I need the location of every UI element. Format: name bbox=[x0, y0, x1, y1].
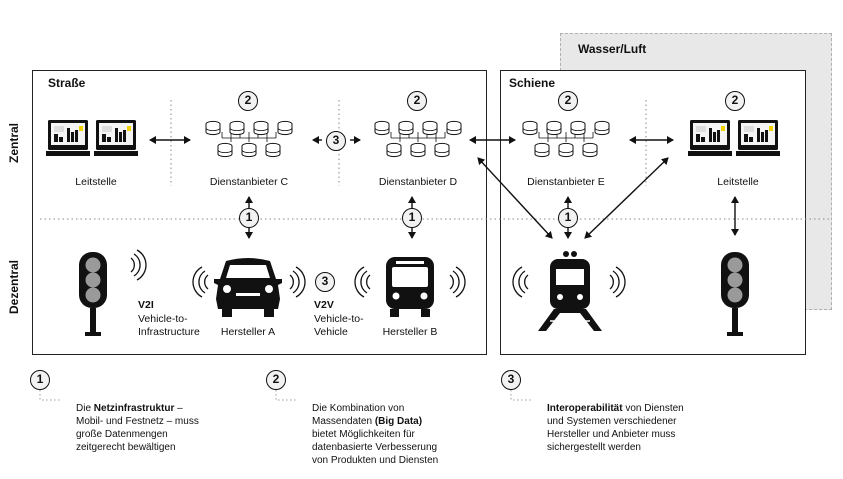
footnote-2-bold: (Big Data) bbox=[374, 416, 423, 427]
footnote-1-line3: große Datenmengen bbox=[76, 429, 168, 440]
badge-number: 1 bbox=[36, 372, 44, 386]
label-v2v: V2V bbox=[314, 299, 334, 311]
region-label-wasser-luft: Wasser/Luft bbox=[578, 42, 647, 56]
footnote-3: Interoperabilität von Diensten und Syste… bbox=[547, 402, 747, 454]
label-hersteller-a: Hersteller A bbox=[220, 326, 276, 338]
footnote-2-line4: datenbasierte Verbesserung bbox=[312, 442, 438, 453]
footnote-2-line3: bietet Möglichkeiten für bbox=[312, 429, 415, 440]
badge-2-dienst-e: 2 bbox=[558, 91, 578, 111]
badge-number: 1 bbox=[245, 210, 253, 224]
wireless-signal-icon bbox=[192, 266, 209, 298]
label-leitstelle-left: Leitstelle bbox=[75, 176, 117, 188]
badge-number: 1 bbox=[408, 210, 416, 224]
badge-number: 2 bbox=[731, 93, 739, 107]
badge-number: 2 bbox=[564, 93, 572, 107]
footnote-2-line2: Massendaten (Big Data) bbox=[312, 415, 492, 428]
database-cluster-icon bbox=[375, 121, 461, 156]
wireless-signal-icon bbox=[449, 266, 466, 298]
traffic-light-icon bbox=[721, 252, 749, 336]
label-v2i-line1: Vehicle-to- bbox=[138, 313, 188, 325]
footnote-3-line2: und Systemen verschiedener bbox=[547, 416, 677, 427]
footnote-leader-2 bbox=[275, 386, 298, 401]
footnote-1-pre: Die bbox=[76, 403, 94, 414]
badge-number: 1 bbox=[564, 210, 572, 224]
footnote-leader-1 bbox=[39, 386, 62, 401]
car-icon bbox=[214, 258, 282, 317]
bidirectional-arrow-icon bbox=[584, 157, 669, 239]
footnote-1-line2: Mobil- und Festnetz – muss bbox=[76, 416, 199, 427]
footnote-1-line1: Die Netzinfrastruktur – bbox=[76, 402, 256, 415]
label-leitstelle-right: Leitstelle bbox=[717, 176, 759, 188]
footnote-2-pre: Massendaten bbox=[312, 416, 375, 427]
badge-number: 3 bbox=[321, 274, 329, 288]
traffic-light-icon bbox=[79, 252, 107, 336]
footnote-3-line1: Interoperabilität von Diensten bbox=[547, 402, 747, 415]
badge-2-dienst-c: 2 bbox=[238, 91, 258, 111]
badge-number: 3 bbox=[332, 133, 340, 147]
label-v2v-line2: Vehicle bbox=[314, 326, 348, 338]
wireless-signal-icon bbox=[354, 266, 371, 298]
wireless-signal-icon bbox=[289, 266, 306, 298]
label-v2v-line1: Vehicle-to- bbox=[314, 313, 364, 325]
label-dienstanbieter-e: Dienstanbieter E bbox=[527, 176, 605, 188]
badge-number: 2 bbox=[244, 93, 252, 107]
region-label-schiene: Schiene bbox=[509, 76, 556, 90]
footnote-1-line4: zeitgerecht bewältigen bbox=[76, 442, 176, 453]
footnote-2-line1: Die Kombination von bbox=[312, 403, 405, 414]
footnote-badge-3: 3 bbox=[501, 370, 521, 390]
footnote-2-line5: von Produkten und Diensten bbox=[312, 455, 439, 466]
wireless-signal-icon bbox=[609, 266, 626, 298]
footnote-3-line3: Hersteller und Anbieter muss bbox=[547, 429, 676, 440]
badge-number: 3 bbox=[507, 372, 515, 386]
footnote-badge-1: 1 bbox=[30, 370, 50, 390]
computer-icon bbox=[46, 120, 138, 156]
bus-icon bbox=[386, 257, 434, 317]
database-cluster-icon bbox=[206, 121, 292, 156]
label-v2i: V2I bbox=[138, 299, 154, 311]
database-cluster-icon bbox=[523, 121, 609, 156]
badge-number: 2 bbox=[413, 93, 421, 107]
region-label-strasse: Straße bbox=[48, 76, 86, 90]
footnote-1-bold: Netzinfrastruktur bbox=[93, 403, 175, 414]
train-icon bbox=[538, 251, 602, 331]
badge-1-c: 1 bbox=[239, 208, 259, 228]
footnote-badge-2: 2 bbox=[266, 370, 286, 390]
label-v2i-line2: Infrastructure bbox=[138, 326, 200, 338]
footnote-1: Die Netzinfrastruktur – Mobil- und Festn… bbox=[76, 402, 256, 454]
badge-1-e: 1 bbox=[558, 208, 578, 228]
label-dienstanbieter-d: Dienstanbieter D bbox=[378, 176, 458, 188]
wireless-signal-icon bbox=[130, 249, 147, 281]
label-dienstanbieter-c: Dienstanbieter C bbox=[209, 176, 289, 188]
badge-3-zentral: 3 bbox=[326, 131, 346, 151]
bidirectional-arrow-icon bbox=[477, 157, 553, 239]
badge-2-leitstelle-right: 2 bbox=[725, 91, 745, 111]
badge-2-dienst-d: 2 bbox=[407, 91, 427, 111]
footnote-3-bold: Interoperabilität bbox=[547, 403, 623, 414]
label-hersteller-b: Hersteller B bbox=[382, 326, 438, 338]
wireless-signal-icon bbox=[512, 266, 529, 298]
badge-1-d: 1 bbox=[402, 208, 422, 228]
badge-3-dezentral: 3 bbox=[315, 272, 335, 292]
footnote-leader-3 bbox=[510, 386, 533, 401]
footnote-3-line4: sichergestellt werden bbox=[547, 442, 641, 453]
footnote-2: Die Kombination von Massendaten (Big Dat… bbox=[312, 402, 492, 467]
footnote-3-post: von Diensten bbox=[622, 403, 684, 414]
footnote-1-post: – bbox=[174, 403, 183, 414]
computer-icon bbox=[688, 120, 780, 156]
badge-number: 2 bbox=[272, 372, 280, 386]
